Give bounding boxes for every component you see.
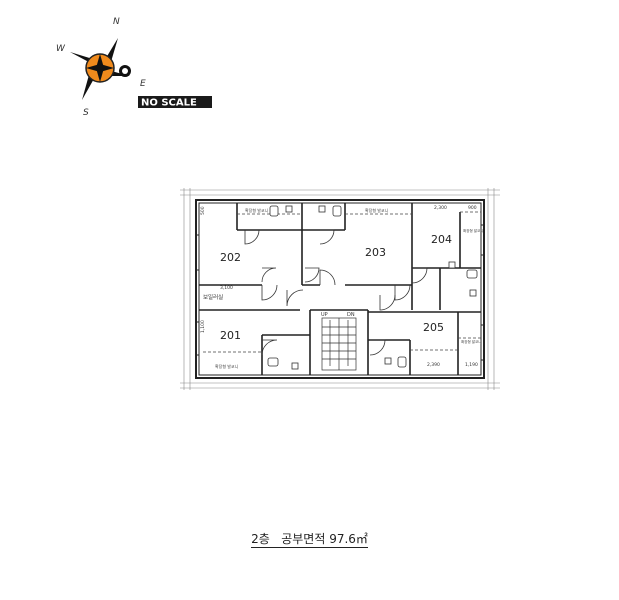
- dim-2390: 2,390: [427, 362, 440, 368]
- dim-900: 900: [468, 205, 477, 211]
- dim-3100: 3,100: [220, 285, 233, 291]
- boiler-room-label: 보일러실: [203, 293, 223, 301]
- compass-e: E: [140, 79, 146, 89]
- room-204: 204: [431, 233, 452, 246]
- room-201: 201: [220, 329, 241, 342]
- area-value: 97.6㎡: [329, 532, 368, 546]
- compass-s: S: [83, 108, 89, 118]
- balcony-label-203: 확장형 발코니: [365, 207, 389, 213]
- floor-label: 2층: [251, 532, 270, 546]
- dim-1190: 1,190: [465, 362, 478, 368]
- balcony-label-204: 확장형 발코니: [463, 228, 483, 233]
- balcony-label-201: 확장형 발코니: [215, 363, 239, 369]
- dim-2300: 2,300: [434, 205, 447, 211]
- dim-500: 500: [200, 206, 206, 215]
- no-scale-badge: NO SCALE: [138, 96, 212, 109]
- area-label: 공부면적: [281, 532, 326, 546]
- compass-icon: [70, 38, 131, 100]
- compass-w: W: [56, 44, 66, 54]
- room-205: 205: [423, 321, 444, 334]
- stair-dn-label: DN: [347, 312, 355, 318]
- balcony-label-205: 확장형 발코니: [461, 339, 481, 344]
- stair-up-label: UP: [321, 312, 328, 318]
- compass-n: N: [113, 17, 120, 27]
- balcony-label-202: 확장형 발코니: [245, 207, 269, 213]
- no-scale-label: NO SCALE: [141, 98, 197, 109]
- dim-1100: 1,100: [200, 320, 206, 333]
- room-203: 203: [365, 246, 386, 259]
- room-202: 202: [220, 251, 241, 264]
- floor-area-caption: 2층 공부면적 97.6㎡: [0, 530, 619, 548]
